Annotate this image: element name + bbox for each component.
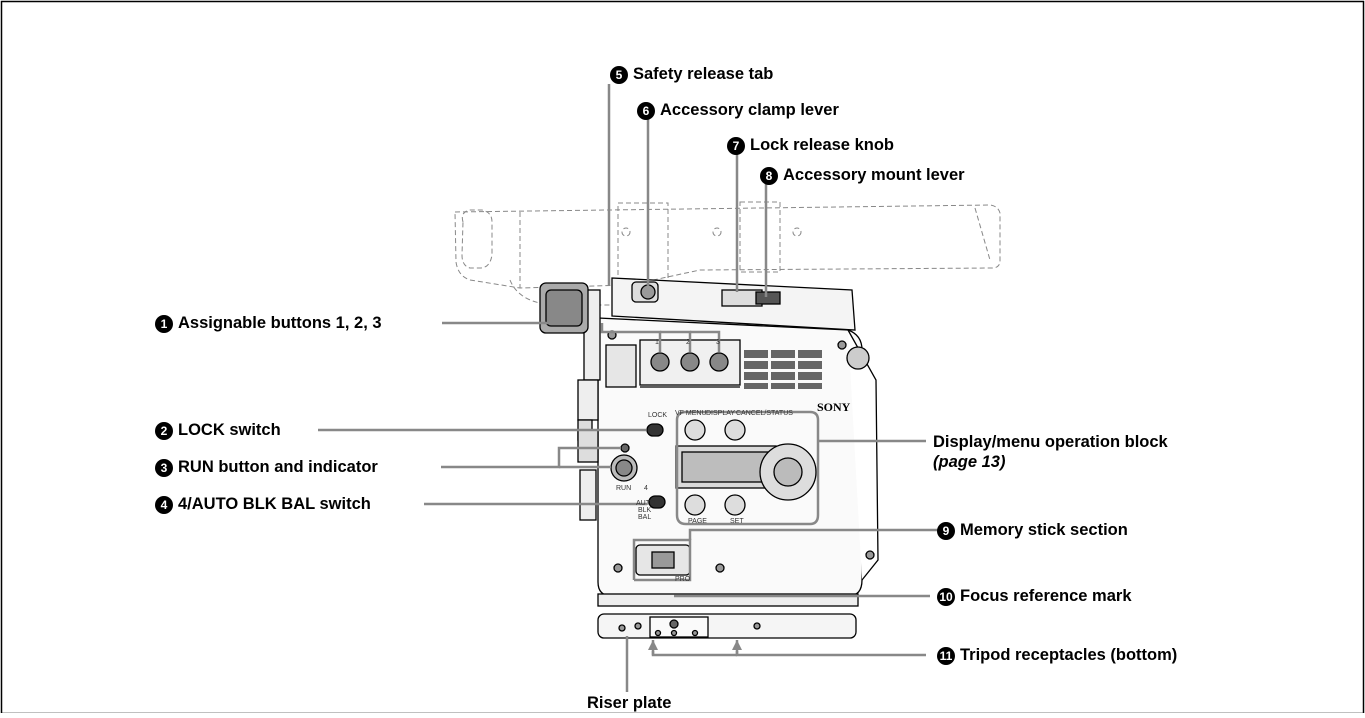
cancel-status-marking: CANCEL/STATUS — [736, 410, 793, 417]
callout-number-1: 1 — [155, 315, 173, 333]
callout-text-2: LOCK switch — [178, 421, 281, 439]
button-number-1: 1 — [655, 339, 659, 346]
callout-focus-reference-mark: 10 Focus reference mark — [937, 586, 1132, 606]
callout-text-5: Safety release tab — [633, 65, 774, 83]
vf-menu-marking: VF MENU — [675, 410, 707, 417]
callout-text-9: Memory stick section — [960, 521, 1128, 539]
leader-lines — [318, 84, 950, 692]
button-number-3: 3 — [716, 339, 720, 346]
page-marking: PAGE — [688, 518, 707, 525]
callout-text-6: Accessory clamp lever — [660, 101, 839, 119]
callout-number-3: 3 — [155, 459, 173, 477]
callout-lock-release-knob: 7 Lock release knob — [727, 135, 894, 155]
callout-number-2: 2 — [155, 422, 173, 440]
callout-number-7: 7 — [727, 137, 745, 155]
button-number-2: 2 — [686, 339, 690, 346]
callout-number-9: 9 — [937, 522, 955, 540]
tripod-arrow-1 — [648, 640, 658, 650]
camera-body — [539, 277, 879, 639]
callout-text-7: Lock release knob — [750, 136, 894, 154]
callout-text-1: Assignable buttons 1, 2, 3 — [178, 314, 382, 332]
callout-number-10: 10 — [937, 588, 955, 606]
callout-memory-stick-section: 9 Memory stick section — [937, 520, 1128, 540]
callout-assignable-buttons: 1 Assignable buttons 1, 2, 3 — [155, 313, 382, 333]
callout-text-11: Tripod receptacles (bottom) — [960, 646, 1178, 664]
callout-number-6: 6 — [637, 102, 655, 120]
callout-riser-plate: Riser plate — [587, 693, 671, 713]
run-marking: RUN — [616, 485, 632, 492]
callout-tripod-receptacles: 11 Tripod receptacles (bottom) — [937, 645, 1177, 665]
display-block-page-ref: (page 13) — [933, 453, 1006, 471]
callout-accessory-mount-lever: 8 Accessory mount lever — [760, 165, 965, 185]
callout-text-3: RUN button and indicator — [178, 458, 378, 476]
callout-number-8: 8 — [760, 167, 778, 185]
callout-lock-switch: 2 LOCK switch — [155, 420, 281, 440]
riser-plate-text: Riser plate — [587, 694, 672, 712]
callout-safety-release-tab: 5 Safety release tab — [610, 64, 773, 84]
callout-number-11: 11 — [937, 647, 955, 665]
callout-run-button: 3 RUN button and indicator — [155, 457, 378, 477]
callout-text-8: Accessory mount lever — [783, 166, 965, 184]
callout-auto-blk-bal-switch: 4 4/AUTO BLK BAL switch — [155, 494, 371, 514]
pro-marking: PRO — [675, 576, 691, 583]
callout-text-10: Focus reference mark — [960, 587, 1132, 605]
bal-marking: BAL — [638, 514, 652, 521]
display-block-text: Display/menu operation block — [933, 433, 1168, 451]
blk-4-marking: 4 — [644, 485, 648, 492]
lock-marking: LOCK — [648, 412, 668, 419]
callout-display-menu-block: Display/menu operation block — [933, 432, 1168, 452]
auto-marking: AUTO — [636, 500, 656, 507]
set-marking: SET — [730, 518, 744, 525]
display-marking: DISPLAY — [706, 410, 736, 417]
callout-text-4: 4/AUTO BLK BAL switch — [178, 495, 371, 513]
sony-logo: SONY — [817, 400, 851, 414]
callout-number-5: 5 — [610, 66, 628, 84]
blk-marking: BLK — [638, 507, 652, 514]
tripod-arrow-2 — [732, 640, 742, 650]
callout-number-4: 4 — [155, 496, 173, 514]
callout-accessory-clamp-lever: 6 Accessory clamp lever — [637, 100, 839, 120]
